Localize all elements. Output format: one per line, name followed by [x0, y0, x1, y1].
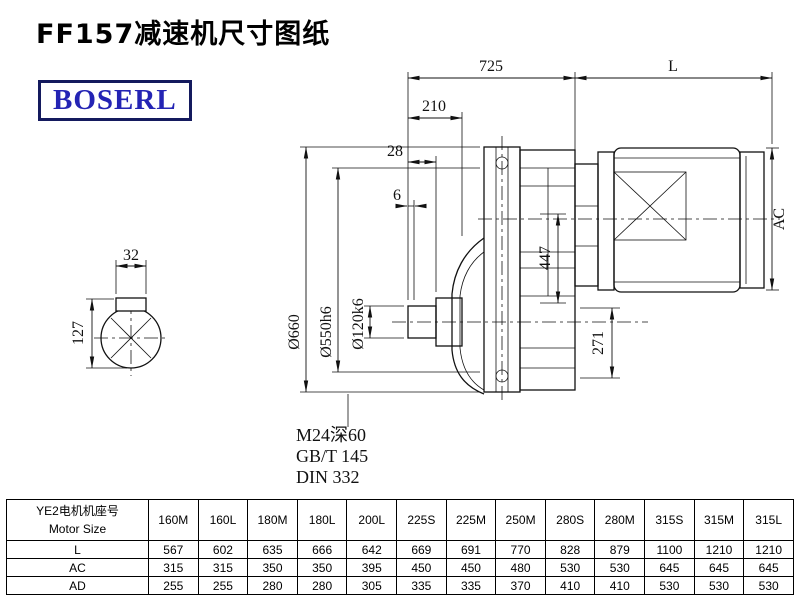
table-row-AD: AD 255 255 280 280 305 335 335 370 410 4…: [6, 576, 794, 595]
col-header: 200L: [346, 499, 398, 541]
cell: 530: [693, 576, 745, 595]
flange-bolt-hole: [495, 156, 509, 170]
shaft-shoulder: [435, 297, 463, 347]
col-header: 315M: [693, 499, 745, 541]
row-label: L: [6, 540, 149, 559]
cell: 315: [148, 558, 199, 577]
dim-label-28: 28: [387, 143, 403, 160]
cell: 530: [594, 558, 646, 577]
table-header-row: YE2电机机座号 Motor Size 160M 160L 180M 180L …: [6, 499, 794, 541]
cell: 1210: [693, 540, 745, 559]
cell: 770: [495, 540, 546, 559]
motor-body: [613, 147, 741, 293]
dim-label-447: 447: [537, 246, 554, 270]
cell: 305: [346, 576, 398, 595]
cell: 669: [396, 540, 447, 559]
motor-outline: [574, 147, 765, 293]
flange-bell: [451, 237, 485, 395]
motor-flange: [597, 151, 615, 291]
cell: 1210: [743, 540, 794, 559]
row-label: AD: [6, 576, 149, 595]
col-header: 315L: [743, 499, 794, 541]
row-label: AC: [6, 558, 149, 577]
cell: 255: [148, 576, 199, 595]
dim-label-spigot: Ø550h6: [318, 306, 335, 358]
cell: 335: [445, 576, 497, 595]
dimension-table: YE2电机机座号 Motor Size 160M 160L 180M 180L …: [6, 499, 794, 595]
table-row-AC: AC 315 315 350 350 395 450 450 480 530 5…: [6, 558, 794, 577]
technical-drawing: 725 L 210 28 6 AC 447 271 32 127 Ø660 Ø5…: [70, 58, 788, 487]
motor-adapter: [574, 163, 599, 287]
dim-label-flange-od: Ø660: [286, 314, 303, 350]
note-din-standard: DIN 332: [296, 467, 360, 487]
cell: 335: [396, 576, 447, 595]
cell: 350: [247, 558, 298, 577]
cell: 642: [346, 540, 398, 559]
motor-stator-section: [613, 171, 687, 241]
key-profile: [115, 297, 147, 312]
col-header: 315S: [644, 499, 695, 541]
note-gbt-standard: GB/T 145: [296, 446, 368, 466]
cell: 530: [743, 576, 794, 595]
cell: 255: [197, 576, 249, 595]
cell: 350: [296, 558, 348, 577]
cell: 480: [495, 558, 546, 577]
dim-label-shaft-dia: Ø120k6: [350, 298, 367, 350]
dim-label-6: 6: [393, 187, 401, 204]
col-header: 225M: [445, 499, 497, 541]
col-header: 280M: [594, 499, 646, 541]
centerlines: [94, 136, 780, 404]
cell: 645: [644, 558, 695, 577]
cell: 635: [247, 540, 298, 559]
col-header: 225S: [396, 499, 447, 541]
flange-bolt-hole: [495, 369, 509, 383]
cell: 645: [743, 558, 794, 577]
col-header: 180L: [296, 499, 348, 541]
col-header: 160L: [197, 499, 249, 541]
page-title: FF157减速机尺寸图纸: [36, 19, 331, 50]
note-tapped-hole: M24深60: [296, 425, 366, 445]
motor-size-header: YE2电机机座号 Motor Size: [6, 499, 149, 541]
cell: 370: [495, 576, 546, 595]
extension-lines: [86, 72, 779, 427]
cell: 410: [544, 576, 596, 595]
shaft-end-view: [100, 297, 162, 369]
col-header: 280S: [544, 499, 596, 541]
dim-label-AC: AC: [771, 208, 788, 230]
dim-label-127: 127: [70, 321, 87, 345]
brand-logo: BOSERL: [38, 80, 192, 121]
dimension-lines: [89, 75, 775, 393]
cell: 1100: [644, 540, 695, 559]
dim-label-271: 271: [590, 331, 607, 355]
cell: 530: [644, 576, 695, 595]
dim-label-210: 210: [422, 98, 446, 115]
header-en: Motor Size: [48, 522, 107, 536]
fan-cowl: [739, 151, 765, 289]
cell: 602: [197, 540, 249, 559]
cell: 828: [544, 540, 596, 559]
cell: 645: [693, 558, 745, 577]
col-header: 160M: [148, 499, 199, 541]
header-cn: YE2电机机座号: [36, 504, 119, 518]
col-header: 180M: [247, 499, 298, 541]
dim-label-L: L: [668, 58, 678, 75]
cell: 395: [346, 558, 398, 577]
cell: 567: [148, 540, 199, 559]
cell: 450: [396, 558, 447, 577]
cell: 280: [296, 576, 348, 595]
col-header: 250M: [495, 499, 546, 541]
cell: 530: [544, 558, 596, 577]
dim-label-32: 32: [123, 247, 139, 264]
cell: 666: [296, 540, 348, 559]
cell: 450: [445, 558, 497, 577]
cell: 879: [594, 540, 646, 559]
table-row-L: L 567 602 635 666 642 669 691 770 828 87…: [6, 540, 794, 559]
cell: 315: [197, 558, 249, 577]
gearbox-outline: [407, 146, 576, 395]
dim-label-725: 725: [479, 58, 503, 75]
cell: 280: [247, 576, 298, 595]
cell: 691: [445, 540, 497, 559]
cell: 410: [594, 576, 646, 595]
